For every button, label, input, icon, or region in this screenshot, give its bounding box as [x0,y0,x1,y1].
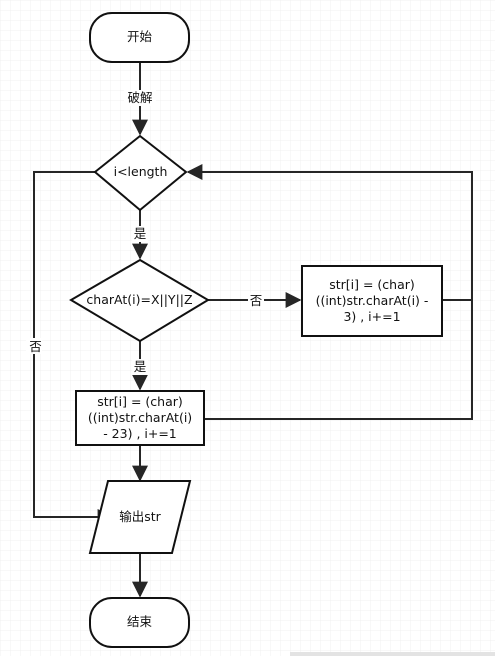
process-no-box [301,265,443,337]
output-parallelogram [88,480,192,554]
edge-label-crack: 破解 [124,90,156,106]
process-no-line-2: ((int)str.charAt(i) - [315,293,429,308]
process-yes-line-1: str[i] = (char) [97,394,183,409]
process-no-line-1: str[i] = (char) [329,277,415,292]
edge-label-loop-no: 否 [26,338,42,354]
edge-label-loop-yes: 是 [132,226,148,242]
process-yes-line-2: ((int)str.charAt(i) [87,410,193,425]
process-yes-text: str[i] = (char) ((int)str.charAt(i) - 23… [76,391,204,445]
process-no-line-3: 3) , i+=1 [343,309,401,324]
end-terminator [89,597,190,648]
process-yes-box [75,390,205,446]
edge-process-yes-back-to-loop [205,300,473,420]
output-label: 输出str [119,509,161,524]
char-check-label: charAt(i)=X||Y||Z [86,292,193,307]
edge-process-no-back-to-loop [186,164,473,301]
process-no-text: str[i] = (char) ((int)str.charAt(i) - 3)… [302,266,442,336]
char-decision-diamond [69,258,210,343]
bottom-scrollbar-edge [290,652,495,656]
end-label: 结束 [126,614,152,629]
edge-label-char-yes: 是 [132,359,148,375]
process-yes-line-3: - 23) , i+=1 [103,426,177,441]
loop-decision-diamond [93,134,188,212]
start-label: 开始 [126,29,152,44]
start-terminator [89,12,190,63]
edge-label-char-no: 否 [248,293,264,309]
loop-check-label: i<length [113,164,168,179]
